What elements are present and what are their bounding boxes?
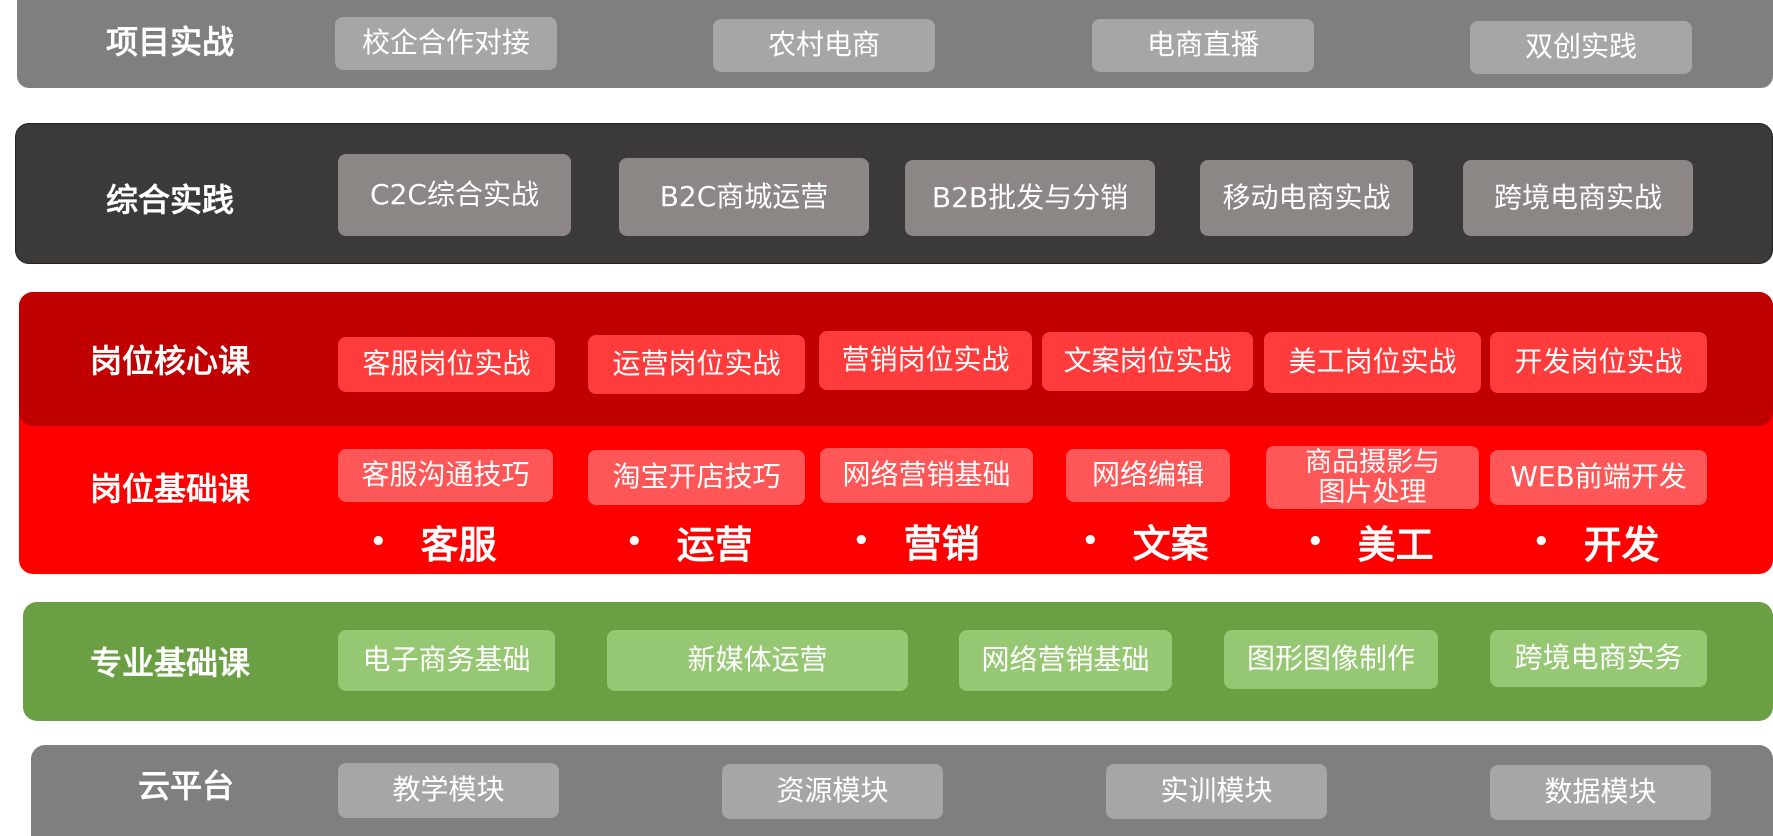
core-row-label: 岗位核心课 bbox=[89, 342, 251, 380]
cloud-item: 实训模块 bbox=[1106, 764, 1327, 819]
role-label: • 营销 bbox=[853, 513, 980, 568]
role-label: • 开发 bbox=[1533, 514, 1660, 569]
comprehensive-row-label: 综合实践 bbox=[105, 181, 235, 219]
comprehensive-item: 移动电商实战 bbox=[1200, 160, 1413, 236]
core-item: 美工岗位实战 bbox=[1264, 332, 1481, 393]
project-item: 校企合作对接 bbox=[335, 17, 557, 70]
role-text: 客服 bbox=[420, 523, 497, 567]
core-item: 客服岗位实战 bbox=[338, 337, 555, 392]
role-text: 开发 bbox=[1583, 523, 1660, 567]
cloud-row-label: 云平台 bbox=[137, 767, 235, 805]
project-item: 双创实践 bbox=[1470, 21, 1692, 74]
basic-item: 淘宝开店技巧 bbox=[588, 450, 805, 505]
role-label: • 运营 bbox=[626, 514, 753, 569]
project-row-label: 项目实战 bbox=[105, 23, 235, 61]
basic-item: 商品摄影与 图片处理 bbox=[1266, 446, 1479, 509]
cloud-item: 教学模块 bbox=[338, 763, 559, 818]
comprehensive-item: B2B批发与分销 bbox=[905, 160, 1155, 236]
professional-item: 新媒体运营 bbox=[607, 630, 908, 691]
professional-item: 图形图像制作 bbox=[1224, 630, 1438, 689]
core-item: 运营岗位实战 bbox=[588, 335, 805, 394]
bullet-icon: • bbox=[853, 525, 870, 556]
professional-item: 电子商务基础 bbox=[338, 630, 555, 691]
basic-item: WEB前端开发 bbox=[1490, 450, 1707, 505]
basic-row-label: 岗位基础课 bbox=[89, 470, 251, 508]
basic-item: 客服沟通技巧 bbox=[338, 449, 553, 502]
cloud-item: 资源模块 bbox=[722, 764, 943, 819]
bullet-icon: • bbox=[370, 526, 387, 557]
core-item: 开发岗位实战 bbox=[1490, 332, 1707, 393]
role-text: 文案 bbox=[1132, 522, 1209, 566]
bullet-icon: • bbox=[1307, 526, 1324, 557]
basic-item: 网络营销基础 bbox=[820, 448, 1033, 503]
project-item: 电商直播 bbox=[1092, 19, 1314, 72]
role-text: 运营 bbox=[676, 523, 753, 567]
bullet-icon: • bbox=[626, 526, 643, 557]
comprehensive-item: 跨境电商实战 bbox=[1463, 160, 1693, 236]
bullet-icon: • bbox=[1082, 525, 1099, 556]
role-label: • 客服 bbox=[370, 514, 497, 569]
role-text: 营销 bbox=[903, 522, 980, 566]
core-item: 营销岗位实战 bbox=[819, 331, 1032, 390]
comprehensive-item: B2C商城运营 bbox=[619, 158, 869, 236]
project-item: 农村电商 bbox=[713, 19, 935, 72]
role-label: • 文案 bbox=[1082, 513, 1209, 568]
role-text: 美工 bbox=[1357, 523, 1434, 567]
bullet-icon: • bbox=[1533, 526, 1550, 557]
professional-row-label: 专业基础课 bbox=[89, 644, 251, 682]
role-label: • 美工 bbox=[1307, 514, 1434, 569]
professional-item: 网络营销基础 bbox=[959, 630, 1172, 691]
core-item: 文案岗位实战 bbox=[1042, 332, 1253, 391]
comprehensive-item: C2C综合实战 bbox=[338, 154, 571, 236]
cloud-item: 数据模块 bbox=[1490, 765, 1711, 820]
basic-item: 网络编辑 bbox=[1066, 449, 1230, 502]
professional-item: 跨境电商实务 bbox=[1490, 630, 1707, 687]
